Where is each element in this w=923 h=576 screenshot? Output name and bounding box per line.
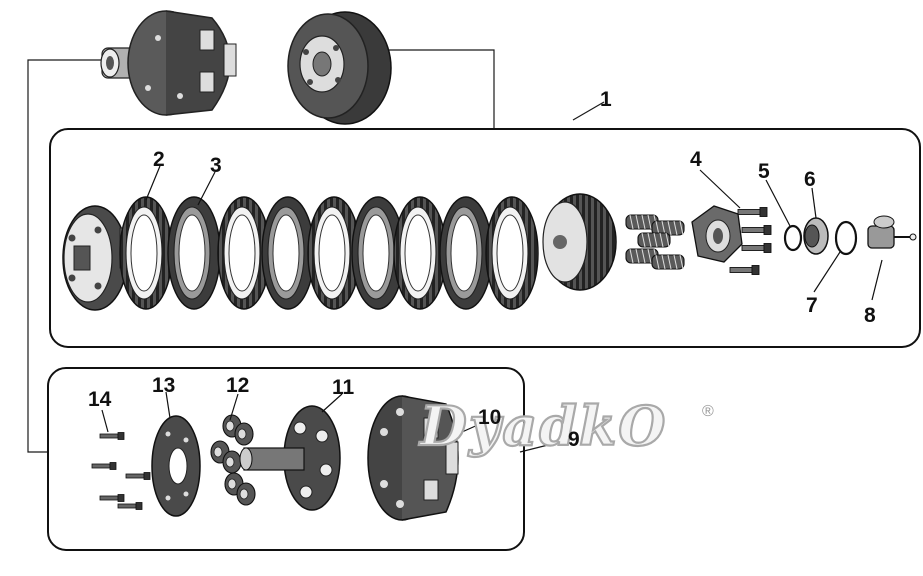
callout-7: 7 [806, 294, 818, 317]
damper [236, 482, 256, 506]
bolt [741, 225, 772, 235]
steel-disc [439, 196, 493, 310]
clutch-basket-assembled [100, 10, 237, 116]
rubber-dampers [210, 414, 256, 506]
circlip [783, 224, 803, 252]
assembly-box-9 [47, 367, 525, 551]
steel-disc [351, 196, 405, 310]
clutch-pack-assembled [287, 11, 392, 125]
basket-bolts [91, 432, 151, 510]
callout-12: 12 [226, 374, 249, 397]
callout-8: 8 [864, 304, 876, 327]
steel-disc [261, 196, 315, 310]
bolt [737, 207, 768, 217]
spring [651, 254, 685, 270]
spring-retainer [691, 205, 743, 263]
friction-disc [119, 196, 173, 310]
small-bolt [91, 462, 117, 470]
damper [222, 450, 242, 474]
clutch-springs [625, 214, 685, 270]
bearing [803, 217, 829, 255]
callout-6: 6 [804, 168, 816, 191]
callout-13: 13 [152, 374, 175, 397]
callout-11: 11 [332, 376, 355, 399]
watermark: DyadkO ® [417, 393, 714, 459]
small-bolt [125, 472, 151, 480]
spring [625, 248, 659, 264]
callout-14: 14 [88, 388, 112, 411]
spring [637, 232, 671, 248]
bolt [741, 243, 772, 253]
callout-labels: 1 2 3 4 5 6 7 8 9 10 11 12 13 14 [88, 88, 876, 451]
assembly-box-1 [49, 128, 921, 348]
callout-10: 10 [478, 406, 501, 429]
callout-2: 2 [153, 148, 165, 171]
callout-4: 4 [690, 148, 702, 171]
pushrod-piece [867, 215, 917, 249]
o-ring [834, 220, 858, 256]
watermark-text: DyadkO [418, 394, 667, 458]
pressure-plate [62, 205, 131, 311]
backing-plate [151, 415, 201, 517]
clutch-disc-stack [119, 196, 539, 310]
friction-disc [217, 196, 271, 310]
friction-disc [485, 196, 539, 310]
friction-disc [393, 196, 447, 310]
small-bolt [99, 432, 125, 440]
small-bolt [99, 494, 125, 502]
callout-3: 3 [210, 154, 222, 177]
steel-disc [167, 196, 221, 310]
registered-mark: ® [702, 403, 714, 420]
callout-9: 9 [568, 428, 580, 451]
callout-1: 1 [600, 88, 612, 111]
bolt [729, 265, 760, 275]
leader-lines-box-9 [101, 391, 481, 433]
callout-5: 5 [758, 160, 770, 183]
friction-disc [307, 196, 361, 310]
small-bolt [117, 502, 143, 510]
clutch-basket [367, 395, 459, 521]
primary-hub [239, 405, 341, 511]
damper [234, 422, 254, 446]
clutch-bolts [729, 207, 772, 275]
leader-lines-box-1 [145, 165, 883, 301]
clutch-hub [542, 193, 617, 291]
guide-lines [27, 49, 605, 453]
